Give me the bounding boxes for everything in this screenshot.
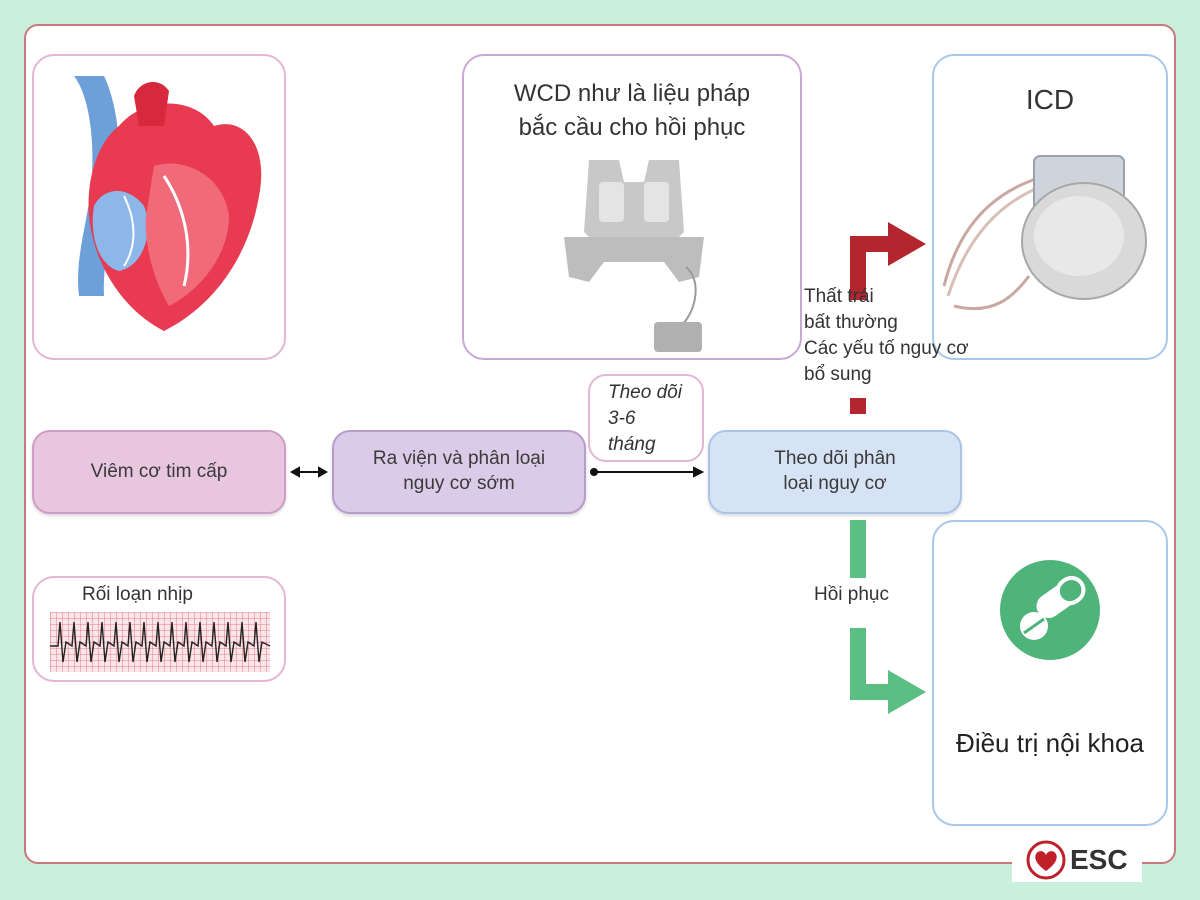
node-discharge-line2: nguy cơ sớm	[403, 473, 515, 494]
node-acute-myocarditis-label: Viêm cơ tim cấp	[90, 460, 228, 482]
heart-illustration-icon	[74, 76, 262, 331]
connector-discharge-to-followup	[590, 466, 705, 478]
icd-title: ICD	[1025, 84, 1075, 115]
wearable-defibrillator-vest-icon	[564, 160, 704, 352]
arrhythmia-label: Rối loạn nhịp	[82, 584, 193, 605]
wcd-title-line1: WCD như là liệu pháp	[513, 80, 751, 107]
risk-label-line3: Các yếu tố nguy cơ	[804, 338, 969, 359]
risk-label-line2: bất thường	[804, 312, 898, 333]
followup-interval-line1: Theo dõi	[608, 382, 682, 403]
pill-icon	[1000, 560, 1100, 660]
wcd-title-line2: bắc cầu cho hồi phục	[518, 114, 746, 141]
node-discharge-line1: Ra viện và phân loại	[372, 448, 546, 470]
followup-interval-bubble: Theo dõi 3-6 tháng	[588, 374, 704, 462]
node-followup-line1: Theo dõi phân	[774, 448, 896, 470]
node-acute-myocarditis: Viêm cơ tim cấp	[32, 430, 286, 514]
icd-device-icon	[942, 155, 1147, 311]
medical-treatment-panel: Điều trị nội khoa	[932, 520, 1168, 826]
esc-heart-logo-icon	[1026, 840, 1066, 880]
esc-logo-text: ESC	[1070, 844, 1128, 875]
ecg-strip-icon	[50, 612, 271, 672]
recovery-label: Hồi phục	[814, 584, 889, 605]
esc-logo: ESC	[1012, 838, 1142, 882]
risk-label-line1: Thất trái	[804, 286, 874, 307]
arrhythmia-panel: Rối loạn nhịp	[32, 576, 286, 682]
followup-interval-line3: tháng	[608, 434, 656, 455]
connector-acute-to-discharge	[289, 466, 329, 478]
node-discharge: Ra viện và phân loại nguy cơ sớm	[332, 430, 586, 514]
icd-panel: ICD	[932, 54, 1168, 360]
followup-interval-line2: 3-6	[608, 408, 636, 429]
red-arrow-to-icd	[850, 222, 926, 414]
wcd-panel: WCD như là liệu pháp bắc cầu cho hồi phụ…	[462, 54, 802, 360]
risk-label-line4: bổ sung	[804, 364, 872, 385]
node-followup: Theo dõi phân loại nguy cơ	[708, 430, 962, 514]
heart-panel	[32, 54, 286, 360]
medical-treatment-label: Điều trị nội khoa	[956, 728, 1144, 758]
node-followup-line2: loại nguy cơ	[783, 473, 887, 494]
green-arrow-to-treatment	[850, 520, 926, 714]
